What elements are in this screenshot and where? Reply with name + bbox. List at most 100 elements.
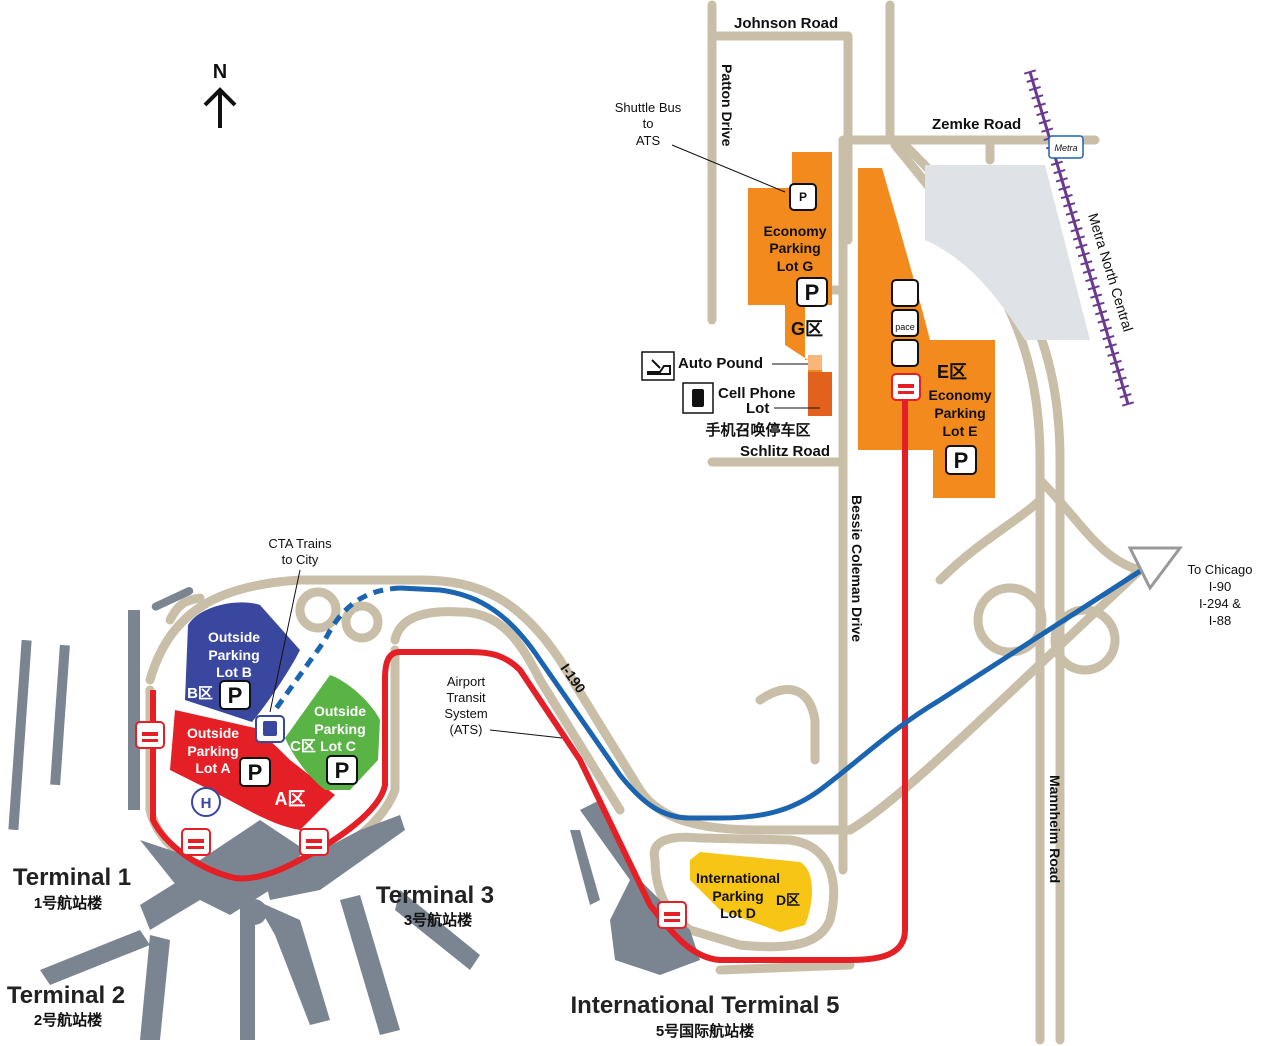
svg-text:Economy: Economy bbox=[928, 387, 991, 403]
svg-text:Outside: Outside bbox=[208, 629, 260, 645]
ramp-loop bbox=[755, 685, 820, 765]
lot-g-labels: P Economy Parking Lot G P G区 bbox=[763, 183, 828, 339]
svg-text:I-90: I-90 bbox=[1209, 579, 1231, 594]
metra-tie bbox=[1075, 243, 1088, 249]
metra-tie bbox=[1095, 310, 1108, 316]
svg-text:Lot E: Lot E bbox=[943, 423, 978, 439]
svg-text:Transit: Transit bbox=[446, 690, 486, 705]
lot-d-shape bbox=[690, 852, 812, 932]
svg-text:Lot: Lot bbox=[746, 400, 769, 417]
svg-text:P: P bbox=[954, 448, 969, 473]
svg-text:Parking: Parking bbox=[712, 888, 763, 904]
svg-text:P: P bbox=[228, 683, 243, 708]
metra-tie bbox=[1082, 268, 1095, 274]
svg-text:P: P bbox=[805, 280, 820, 305]
lot-e-reserve-area bbox=[925, 165, 1090, 340]
svg-text:to: to bbox=[643, 116, 654, 131]
lot-g-shape bbox=[748, 152, 832, 415]
johnson-road-label: Johnson Road bbox=[734, 15, 838, 32]
metra-tie bbox=[1058, 185, 1071, 191]
svg-text:System: System bbox=[444, 706, 487, 721]
metra-tie bbox=[1070, 227, 1083, 233]
compass-letter: N bbox=[213, 61, 227, 83]
metra-line-label: Metra North Central bbox=[1085, 211, 1136, 333]
interchange-ramp-2 bbox=[935, 495, 1045, 585]
lot-b-shape bbox=[185, 602, 300, 722]
svg-text:Shuttle Bus: Shuttle Bus bbox=[615, 100, 682, 115]
svg-text:International: International bbox=[696, 870, 780, 886]
metra-tie bbox=[1028, 85, 1041, 92]
lot-a-labels: Outside Parking Lot A P A区 bbox=[187, 725, 306, 809]
metra-tie bbox=[1107, 351, 1120, 357]
svg-text:(ATS): (ATS) bbox=[450, 722, 483, 737]
lot-c-labels: Outside Parking Lot C C区 P bbox=[290, 703, 366, 785]
cta-line bbox=[399, 565, 1147, 821]
lot-e-shape bbox=[858, 168, 995, 498]
svg-text:I-294 &: I-294 & bbox=[1199, 596, 1241, 611]
interchange-ramp-1 bbox=[1035, 475, 1145, 575]
svg-text:E区: E区 bbox=[937, 362, 967, 382]
terminal-1-cn: 1号航站楼 bbox=[34, 894, 102, 912]
metra-tie bbox=[1087, 285, 1100, 291]
terminal-3-cn: 3号航站楼 bbox=[404, 911, 472, 929]
svg-text:A区: A区 bbox=[275, 789, 306, 809]
metra-tie bbox=[1065, 210, 1078, 216]
svg-text:Parking: Parking bbox=[769, 240, 820, 256]
terminal-1-label: Terminal 1 bbox=[13, 864, 131, 891]
terminal-5-label: International Terminal 5 bbox=[571, 992, 840, 1019]
zemke-road-label: Zemke Road bbox=[932, 116, 1021, 133]
metra-tie bbox=[1090, 293, 1103, 299]
shuttle-callout: Shuttle Bus to ATS bbox=[615, 100, 786, 193]
metra-tie bbox=[1023, 69, 1037, 75]
hilton-icon bbox=[191, 787, 221, 817]
cta-train-glyph bbox=[263, 721, 277, 736]
cell-phone-callout: Cell Phone Lot 手机召唤停车区 bbox=[682, 382, 820, 439]
svg-text:Lot A: Lot A bbox=[195, 760, 230, 776]
svg-text:B区: B区 bbox=[187, 685, 213, 702]
svg-text:G区: G区 bbox=[791, 319, 823, 339]
svg-text:P: P bbox=[335, 758, 350, 783]
svg-text:Economy: Economy bbox=[763, 223, 826, 239]
ats-line bbox=[150, 395, 908, 963]
metra-tie bbox=[1109, 359, 1122, 366]
svg-text:Lot G: Lot G bbox=[777, 258, 814, 274]
metra-tie bbox=[1114, 376, 1127, 382]
auto-pound-lot bbox=[808, 355, 822, 370]
metra-tie bbox=[1033, 102, 1046, 108]
svg-text:Cell Phone: Cell Phone bbox=[718, 385, 796, 402]
metra-tie bbox=[1092, 301, 1105, 308]
metra-tie bbox=[1031, 94, 1044, 100]
cta-callout: CTA Trains to City bbox=[268, 536, 332, 713]
cta-line-dashed bbox=[272, 585, 401, 712]
terminal-3-label: Terminal 3 bbox=[376, 882, 494, 909]
metra-tie bbox=[1036, 110, 1049, 117]
t5-approach bbox=[715, 960, 855, 975]
mannheim-road-label: Mannheim Road bbox=[1047, 775, 1063, 883]
chicago-arrow-icon bbox=[1127, 546, 1183, 591]
metra-tie bbox=[1121, 401, 1135, 407]
i-190-service bbox=[390, 607, 625, 815]
svg-text:pace: pace bbox=[895, 322, 915, 332]
metra-tie bbox=[1053, 168, 1066, 175]
svg-text:Outside: Outside bbox=[187, 725, 239, 741]
hilton-glyph: H bbox=[201, 795, 212, 812]
metra-tie bbox=[1055, 177, 1068, 183]
svg-text:手机召唤停车区: 手机召唤停车区 bbox=[705, 421, 810, 439]
metra-tie bbox=[1099, 326, 1112, 332]
svg-text:Lot B: Lot B bbox=[216, 664, 252, 680]
auto-pound-callout: Auto Pound bbox=[641, 351, 808, 381]
cloverleaf-2 bbox=[341, 601, 383, 643]
svg-text:Auto Pound: Auto Pound bbox=[678, 355, 763, 372]
svg-text:Parking: Parking bbox=[187, 743, 238, 759]
ats-station-glyphs bbox=[142, 384, 914, 922]
svg-text:C区: C区 bbox=[290, 738, 316, 755]
svg-text:I-88: I-88 bbox=[1209, 613, 1231, 628]
svg-text:Outside: Outside bbox=[314, 703, 366, 719]
metra-tie bbox=[1068, 218, 1081, 225]
metra-tie bbox=[1038, 119, 1051, 125]
svg-text:Parking: Parking bbox=[314, 721, 365, 737]
ats-callout: Airport Transit System (ATS) bbox=[444, 674, 563, 739]
schlitz-road-label: Schlitz Road bbox=[740, 443, 830, 460]
svg-text:to City: to City bbox=[282, 552, 319, 567]
